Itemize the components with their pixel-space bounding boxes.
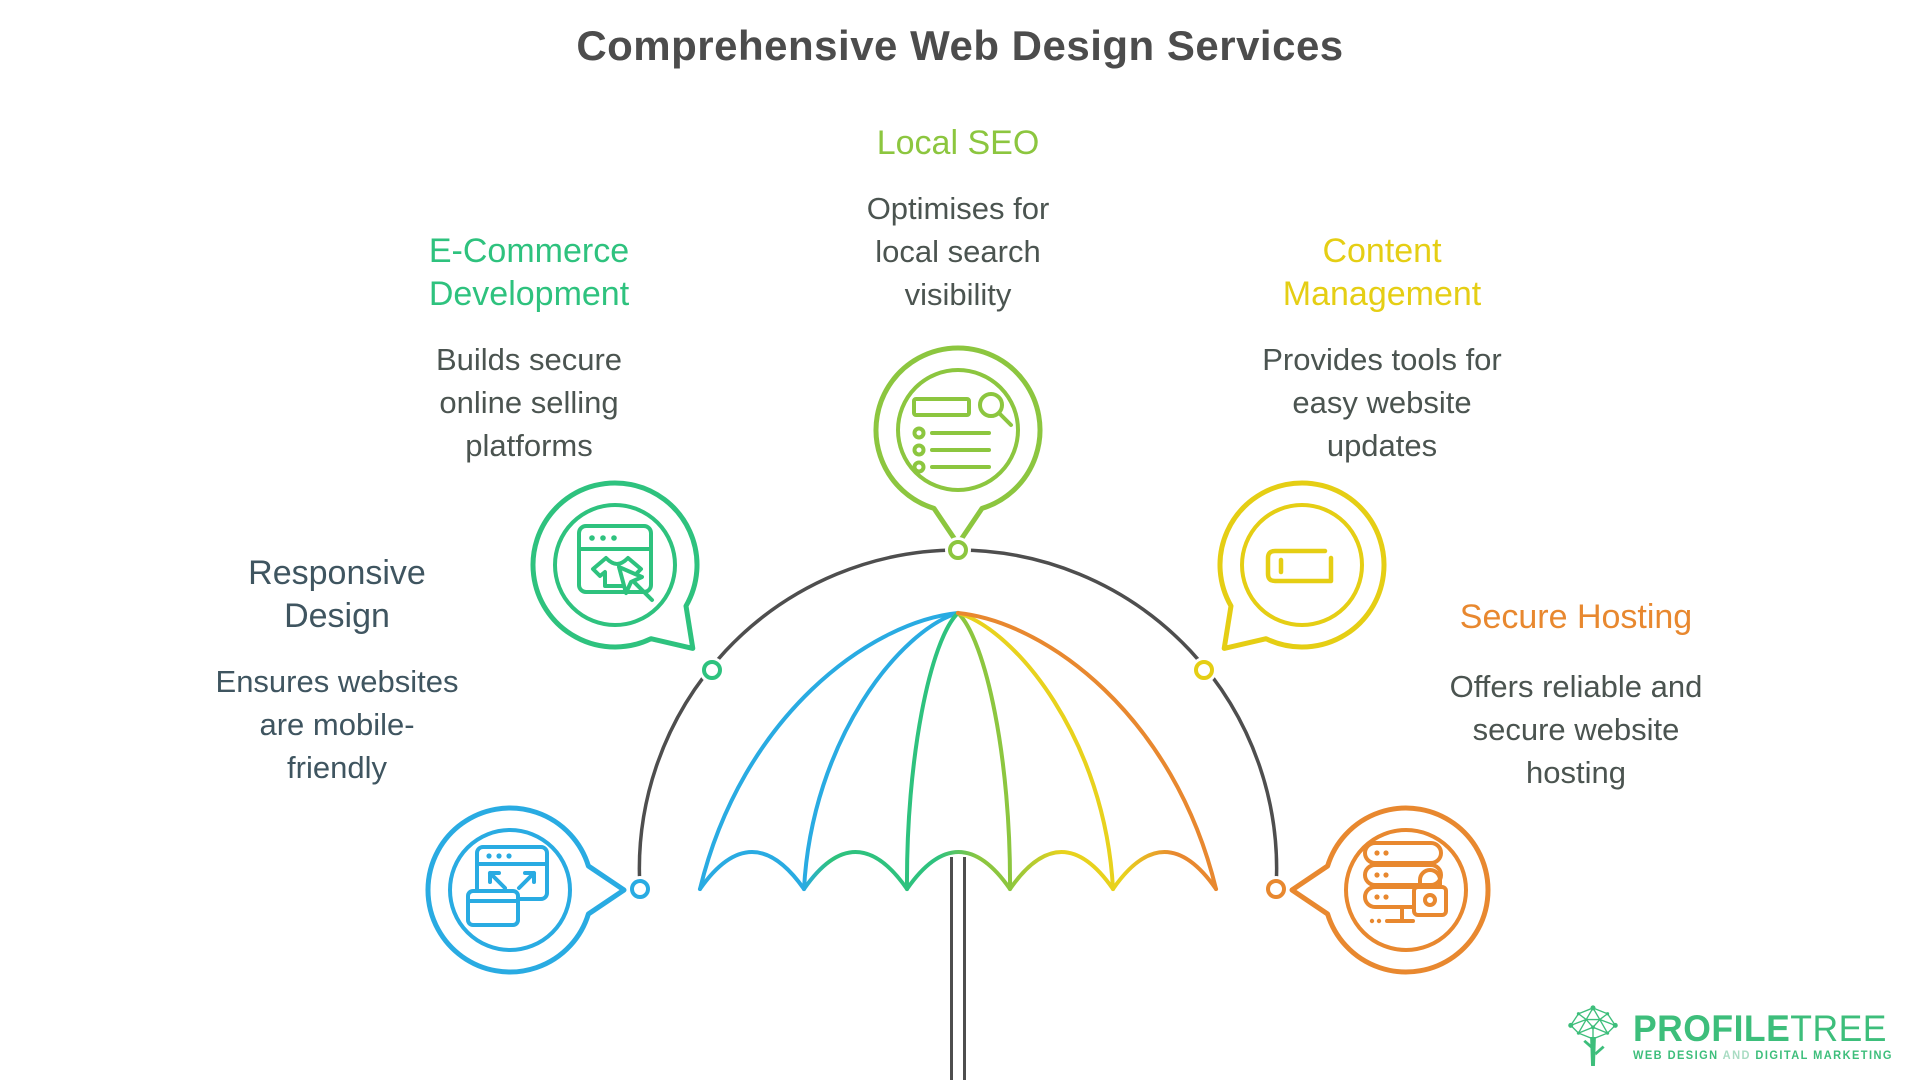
padlock-shackle [1418, 868, 1442, 889]
node-ecommerce [702, 660, 722, 680]
node-responsive [630, 879, 650, 899]
service-description: Ensures websites are mobile- friendly [215, 664, 459, 785]
scallop-1 [698, 850, 806, 891]
service-heading: Responsive Design [248, 554, 426, 635]
profiletree-logo: PROFILETREE WEB DESIGN AND DIGITAL MARKE… [1563, 1002, 1904, 1070]
scallop-2 [802, 850, 909, 891]
node-hosting [1266, 879, 1286, 899]
service-description: Builds secure online selling platforms [435, 342, 623, 463]
rib-3 [904, 611, 960, 891]
secure-hosting-bubble [1289, 805, 1491, 975]
connector-nodes [627, 537, 1289, 902]
scallop-3 [905, 850, 1012, 891]
arrow-ne-icon [517, 871, 536, 890]
content-editor-icon [1265, 548, 1334, 584]
connector-arc [637, 548, 1279, 890]
window-dots [589, 535, 617, 541]
secure-server-icon [1363, 841, 1448, 924]
search-list-icon [912, 392, 1013, 474]
window-dots [486, 853, 512, 859]
brand-name: PROFILETREE [1633, 1007, 1888, 1049]
umbrella-pole [950, 857, 966, 1080]
arrow-nw-icon [488, 871, 507, 890]
rib-4 [956, 611, 1013, 891]
node-local-seo [948, 540, 968, 560]
service-secure-hosting: Secure Hosting Offers reliable and secur… [1366, 596, 1786, 794]
service-responsive-design: Responsive Design Ensures websites are m… [127, 552, 547, 789]
rib-outer-left [698, 611, 960, 891]
service-content-management: Content Management Provides tools for ea… [1172, 230, 1592, 467]
server-dots [1369, 850, 1389, 924]
responsive-layout-icon [466, 845, 549, 927]
padlock-icon [1412, 885, 1448, 917]
service-description: Optimises for local search visibility [866, 191, 1050, 312]
service-heading: E-Commerce Development [428, 232, 630, 313]
content-management-bubble [1217, 480, 1387, 651]
umbrella-canopy [698, 611, 1218, 891]
responsive-design-bubble [425, 805, 627, 975]
scallop-5 [1111, 850, 1218, 891]
page-title: Comprehensive Web Design Services [576, 22, 1344, 69]
service-heading: Content Management [1282, 232, 1482, 313]
cursor-icon [617, 565, 644, 595]
service-heading: Secure Hosting [1459, 598, 1693, 636]
service-description: Provides tools for easy website updates [1262, 342, 1502, 463]
rib-2 [802, 611, 960, 891]
local-seo-bubble [873, 345, 1043, 547]
rib-outer-right [956, 611, 1218, 891]
node-content [1194, 660, 1214, 680]
ecommerce-bubble [530, 480, 700, 651]
service-heading: Local SEO [876, 124, 1040, 162]
service-local-seo: Local SEO Optimises for local search vis… [748, 122, 1168, 316]
rib-5 [956, 611, 1115, 891]
card-icon [466, 889, 520, 927]
brand-tagline: WEB DESIGN AND DIGITAL MARKETING [1633, 1049, 1894, 1062]
online-store-icon [577, 524, 654, 602]
service-description: Offers reliable and secure website hosti… [1449, 669, 1703, 790]
service-ecommerce: E-Commerce Development Builds secure onl… [319, 230, 739, 467]
profiletree-tree-icon [1568, 1005, 1618, 1066]
scallop-4 [1008, 850, 1115, 891]
